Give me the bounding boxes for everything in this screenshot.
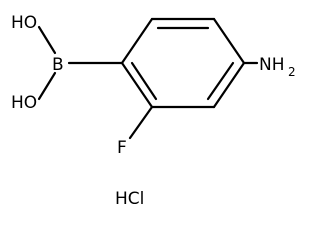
atom-label-amine-subscript: 2 xyxy=(288,65,296,79)
ring-bond-bottom-left xyxy=(120,61,154,109)
ring-bond-bottom-right xyxy=(212,61,246,109)
bond-boron-to-hydroxyl-bottom xyxy=(37,71,57,101)
atom-label-boron: B xyxy=(52,55,64,75)
atom-label-hydroxyl-bottom: HO xyxy=(11,93,37,113)
ring-bond-top-left xyxy=(120,17,154,65)
ring-double-bond-left xyxy=(130,61,158,101)
ring-bond-top-right xyxy=(212,17,246,65)
ring-double-bond-right xyxy=(206,61,235,101)
bond-boron-to-hydroxyl-top xyxy=(37,25,57,55)
atom-label-hydroxyl-top: HO xyxy=(11,13,37,33)
molecule-structure-diagram: HO B HO F NH 2 HCl xyxy=(11,13,296,209)
bond-ring-to-fluorine xyxy=(128,105,154,140)
atom-label-amine: NH xyxy=(259,55,285,75)
salt-label: HCl xyxy=(115,189,144,209)
atom-label-fluorine: F xyxy=(117,138,127,158)
